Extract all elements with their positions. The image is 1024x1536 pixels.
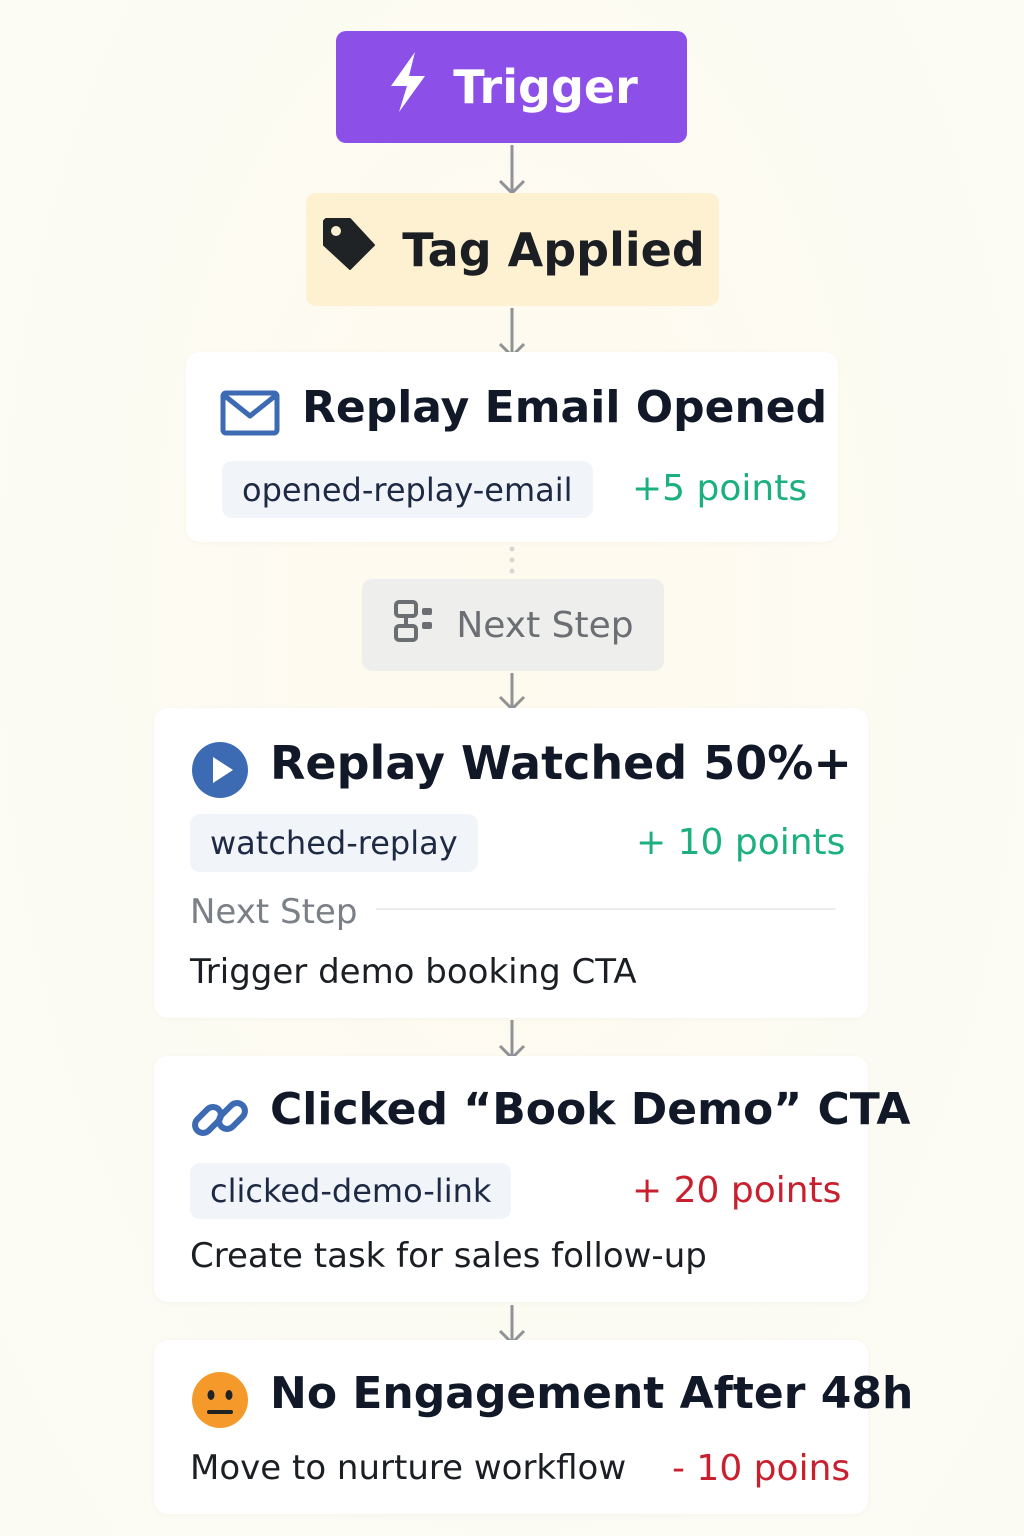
- no-engagement-card[interactable]: No Engagement After 48h Move to nurture …: [154, 1340, 913, 1514]
- flow-icon: [392, 598, 438, 653]
- card-title: Clicked “Book Demo” CTA: [270, 1084, 911, 1135]
- email-opened-card[interactable]: Replay Email Opened opened-replay-email …: [186, 352, 838, 542]
- card-title: No Engagement After 48h: [270, 1368, 914, 1419]
- trigger-label: Trigger: [453, 60, 638, 114]
- link-icon: [190, 1088, 250, 1152]
- divider: [376, 908, 836, 910]
- tag-pill: watched-replay: [190, 814, 478, 872]
- next-step-label: Next Step: [456, 604, 634, 646]
- tag-applied-node[interactable]: Tag Applied: [306, 193, 719, 306]
- trigger-node[interactable]: Trigger: [336, 31, 687, 143]
- replay-watched-card[interactable]: Replay Watched 50%+ watched-replay + 10 …: [154, 708, 868, 1018]
- flow-arrow: [498, 145, 526, 196]
- tag-pill: clicked-demo-link: [190, 1163, 512, 1219]
- card-action: Create task for sales follow-up: [190, 1236, 707, 1276]
- neutral-face-icon: [190, 1370, 250, 1434]
- tag-pill: opened-replay-email: [222, 461, 593, 518]
- clicked-demo-card[interactable]: Clicked “Book Demo” CTA clicked-demo-lin…: [154, 1056, 910, 1302]
- points-value: + 10 points: [636, 822, 846, 863]
- points-value: +5 points: [632, 468, 808, 509]
- flow-arrow: [498, 673, 526, 712]
- next-step-action: Trigger demo booking CTA: [190, 952, 637, 992]
- card-action: Move to nurture workflow: [190, 1448, 627, 1488]
- tag-icon: [320, 215, 378, 284]
- card-title: Replay Email Opened: [302, 382, 828, 433]
- next-step-node[interactable]: Next Step: [362, 579, 664, 671]
- tag-applied-label: Tag Applied: [402, 222, 705, 277]
- dotted-connector: [509, 546, 515, 574]
- email-icon: [220, 390, 280, 440]
- next-step-heading: Next Step: [190, 892, 358, 932]
- card-title: Replay Watched 50%+: [270, 736, 852, 790]
- lightning-icon: [385, 50, 431, 125]
- play-icon: [190, 740, 250, 804]
- points-value: - 10 poins: [672, 1448, 851, 1489]
- points-value: + 20 points: [632, 1170, 842, 1211]
